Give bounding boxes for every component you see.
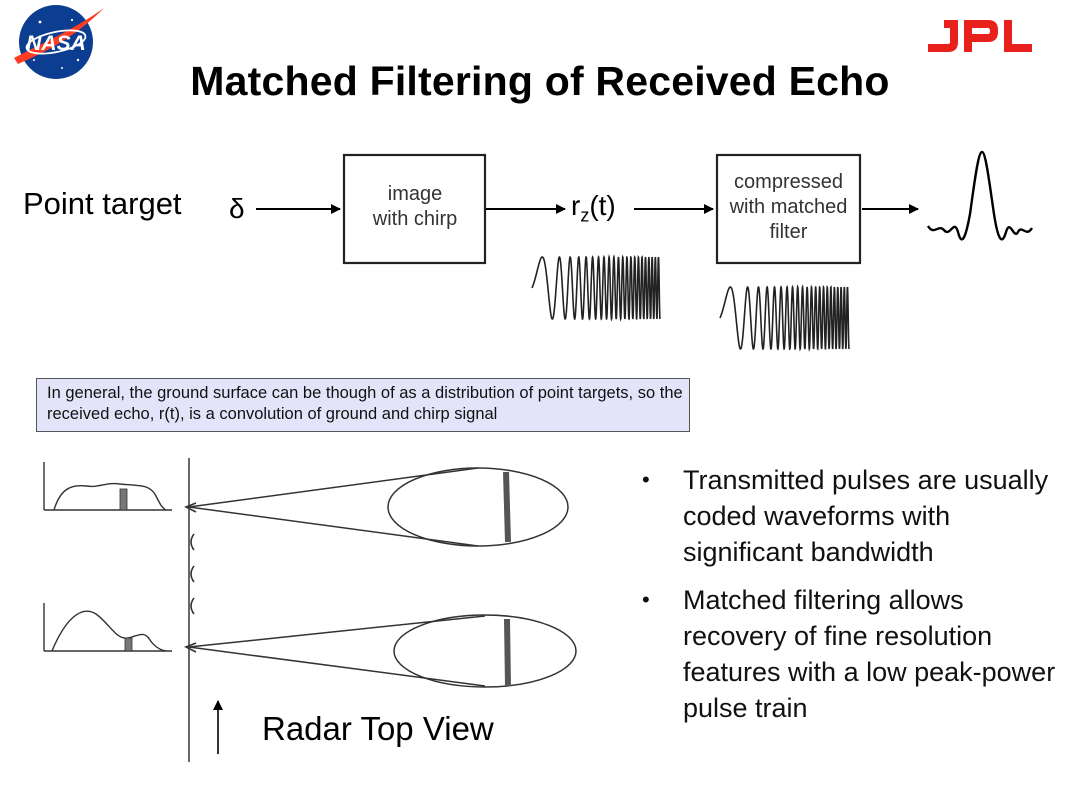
echo-marks (190, 533, 195, 615)
box-compressed-label: compressed with matched filter (729, 171, 848, 243)
box-image-label: image with chirp (372, 183, 458, 230)
reflectivity-cell-upper (119, 488, 128, 511)
box-matched-filter (715, 153, 862, 265)
reflectivity-cell-lower (124, 637, 133, 652)
chirp-waveform-matched (719, 283, 850, 352)
signal-label: rz(t) (571, 190, 616, 226)
reflectivity-profile-lower (43, 603, 172, 652)
svg-text:NASA: NASA (26, 32, 86, 55)
bullet-item: •Transmitted pulses are usually coded wa… (642, 465, 1049, 567)
bullet-item: •Matched filtering allows recovery of fi… (642, 585, 1056, 723)
box-image-with-chirp (342, 153, 487, 265)
beam-upper (188, 467, 569, 547)
reflectivity-profile-upper (43, 462, 172, 511)
beam-lower (188, 614, 577, 688)
jpl-logo (928, 20, 1032, 52)
delta-symbol: δ (229, 193, 245, 224)
bullet-list: •Transmitted pulses are usually coded wa… (640, 462, 1060, 738)
footprint-cell-upper (503, 471, 511, 543)
point-target-label: Point target (23, 186, 182, 221)
slide-title: Matched Filtering of Received Echo (190, 58, 890, 104)
footprint-cell-lower (504, 618, 511, 687)
radar-top-view-label: Radar Top View (262, 710, 494, 747)
compressed-pulse (926, 150, 1034, 241)
chirp-waveform-up (531, 253, 661, 322)
nasa-logo: NASA (14, 5, 104, 79)
explanation-note: In general, the ground surface can be th… (36, 378, 690, 432)
